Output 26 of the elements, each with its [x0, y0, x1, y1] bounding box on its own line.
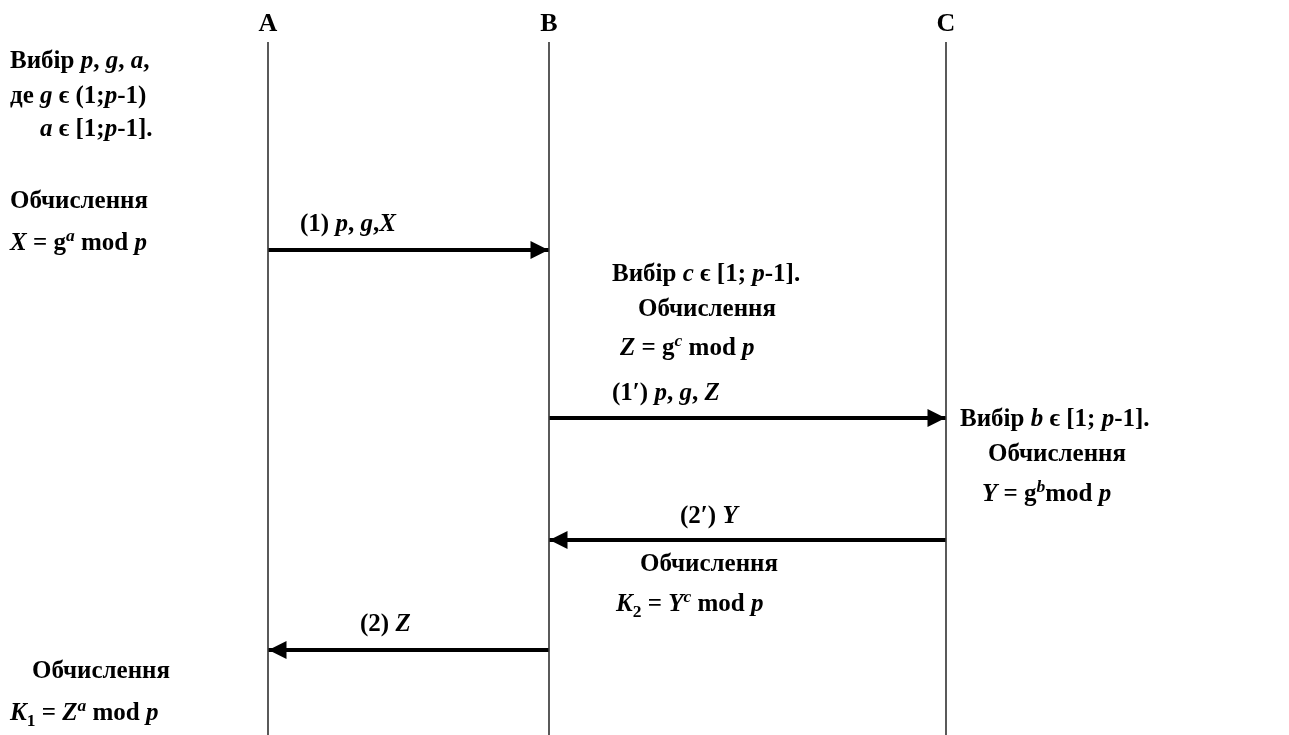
edge-label: (1) p, g,X: [300, 208, 396, 238]
formula-text: Вибір b ϵ [1; p-1].: [960, 403, 1150, 433]
formula-text: X = g$^{a}$ mod p: [10, 224, 147, 258]
formula-text: Y = g$^{b}$mod p: [982, 475, 1112, 509]
arrow: [268, 641, 549, 659]
formula-text: Обчислення: [640, 548, 779, 578]
formula-text: K$_{2}$ = Y$^{c}$ mod p: [616, 585, 764, 624]
edge-label: (2′) Y: [680, 500, 738, 530]
formula-text: Обчислення: [988, 438, 1127, 468]
formula-text: Вибір c ϵ [1; p-1].: [612, 258, 801, 288]
arrow: [549, 409, 946, 427]
edge-label: (1′) p, g, Z: [612, 377, 720, 407]
lifeline-header: C: [935, 8, 957, 38]
lifeline-header: B: [539, 8, 559, 38]
arrow: [268, 241, 549, 259]
edge-label: (2) Z: [360, 608, 411, 638]
formula-text: Обчислення: [638, 293, 777, 323]
arrow: [549, 531, 946, 549]
formula-text: Обчислення: [32, 655, 171, 685]
formula-text: Обчислення: [10, 185, 149, 215]
formula-text: a ϵ [1;p-1].: [40, 113, 153, 143]
formula-text: Вибір p, g, a,: [10, 45, 150, 75]
lifeline-header: A: [257, 8, 279, 38]
formula-text: де g ϵ (1;p-1): [10, 80, 147, 110]
formula-text: Z = g$^{c}$ mod p: [620, 329, 755, 363]
formula-text: K$_{1}$ = Z$^{a}$ mod p: [10, 694, 159, 733]
